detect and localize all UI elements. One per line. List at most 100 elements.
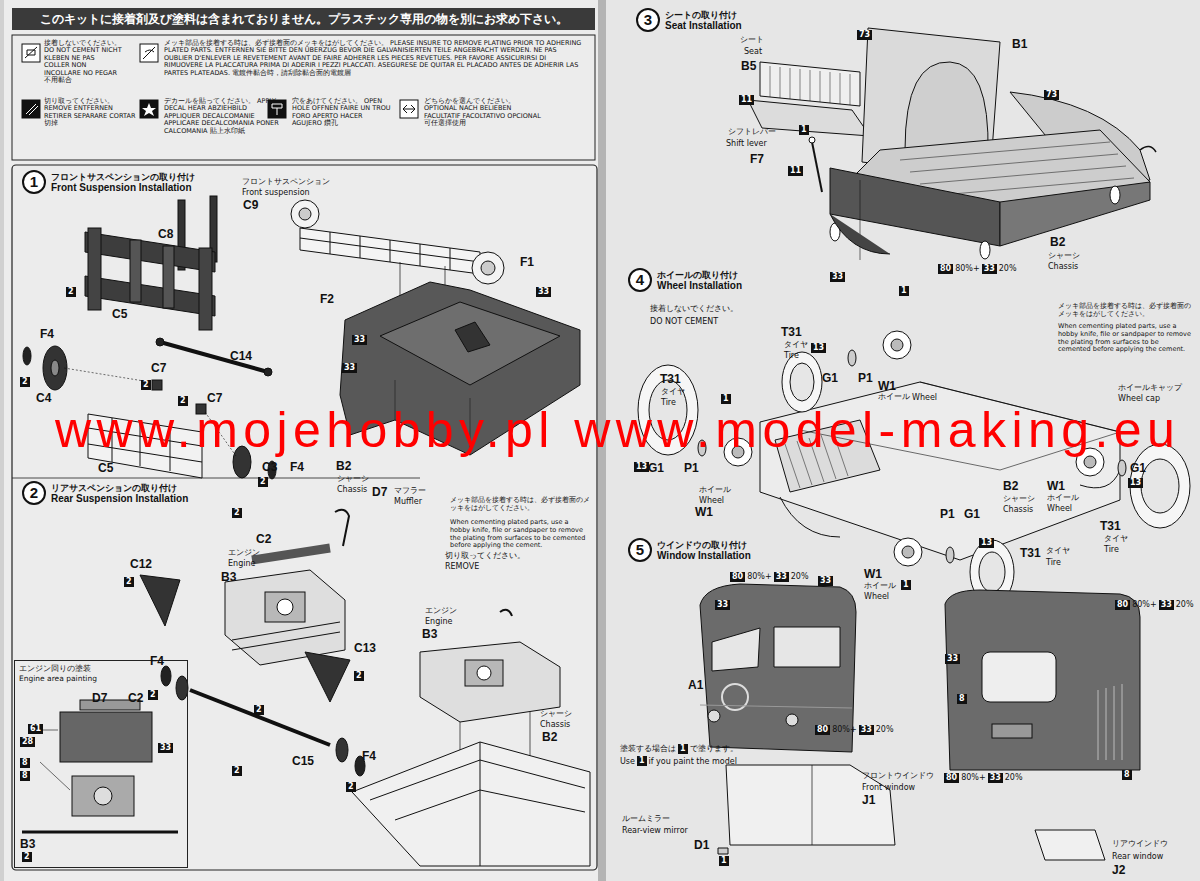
label-text: Seat	[744, 47, 762, 56]
window-installation-drawing-shape	[708, 710, 720, 722]
label-text-ja: タイヤ	[1046, 547, 1070, 556]
callout-number: 8	[1122, 770, 1132, 780]
label-text: Tire	[1104, 545, 1119, 554]
part-number: C3	[262, 461, 277, 475]
front-suspension-drawing-shape	[380, 302, 560, 385]
label-text-ja: タイヤ	[661, 388, 685, 397]
label-text: Wheel	[1047, 504, 1072, 513]
part-number: T31	[781, 326, 802, 340]
callout-number: 73	[857, 30, 872, 40]
label-text: 20%	[999, 264, 1017, 273]
legend-icons-shape	[22, 44, 40, 62]
callout-number: 2	[124, 577, 134, 587]
legend-icons-shape	[22, 100, 40, 118]
engine-painting-drawing-shape	[72, 776, 134, 816]
notice-band: このキットに接着剤及び塗料は含まれておりません。プラスチック専用の物を別にお求め…	[12, 8, 595, 30]
legend-icons-shape	[25, 47, 37, 58]
seat-installation-drawing-shape	[860, 180, 861, 260]
step-number: 4	[628, 268, 652, 292]
wheel-installation-drawing-shape	[780, 470, 1120, 537]
part-number: C12	[130, 558, 152, 572]
engine-painting-drawing	[22, 700, 178, 832]
window-installation-drawing-shape	[700, 705, 852, 708]
step-number: 1	[22, 170, 46, 194]
label-text-ja: マフラー	[394, 487, 426, 496]
wheel-installation-drawing-shape	[790, 363, 814, 401]
front-suspension-drawing-shape	[85, 232, 215, 272]
engine-painting-drawing-shape	[60, 712, 152, 762]
window-installation-drawing-shape	[786, 714, 798, 726]
callout-number: 1	[901, 580, 911, 590]
part-number: B3	[422, 628, 437, 642]
callout-number: 33	[1159, 600, 1174, 610]
part-number: C13	[354, 642, 376, 656]
label-text-ja: ホイール	[1047, 494, 1079, 503]
front-suspension-drawing-shape	[23, 347, 31, 365]
label-text-ja: ホイール	[878, 393, 910, 402]
legend-icons-shape	[400, 100, 418, 118]
part-number: J1	[862, 794, 875, 808]
wheel-installation-drawing-shape	[782, 352, 822, 412]
part-number: C9	[243, 199, 258, 213]
callout-number: 80	[815, 725, 830, 735]
callout-number: 2	[141, 380, 151, 390]
legend-icons-shape	[142, 103, 156, 116]
label-text: Use	[620, 757, 635, 766]
front-suspension-drawing-shape	[472, 252, 504, 284]
legend-text: メッキ部品を接着する時は、必ず接着面のメッキをはがしてください。 PLEASE …	[164, 40, 584, 77]
rear-suspension-drawing-shape	[190, 690, 330, 745]
label-text: 80%+	[955, 264, 979, 273]
callout-number: 1	[799, 125, 809, 135]
part-number: T31	[660, 373, 681, 387]
callout-number: 61	[28, 724, 43, 734]
label-text: Muffler	[394, 497, 422, 506]
callout-number: 2	[232, 508, 242, 518]
label-text: 80%+	[961, 773, 985, 782]
callout-number: 13	[811, 343, 826, 353]
window-installation-drawing-shape	[1035, 830, 1105, 860]
window-installation-drawing-shape	[945, 590, 1140, 770]
label-text: Shift lever	[726, 139, 767, 148]
label-text: if you paint the model	[649, 757, 737, 766]
label-text: 80%+	[747, 572, 771, 581]
callout-number: 2	[258, 477, 268, 487]
front-suspension-drawing-shape	[299, 208, 311, 220]
part-number: B5	[741, 60, 756, 74]
callout-number: 13	[634, 462, 649, 472]
part-number: T31	[1020, 547, 1041, 561]
callout-number: 8	[20, 771, 30, 781]
step-number: 3	[636, 8, 660, 32]
callout-number: 33	[988, 773, 1003, 783]
part-number: F4	[40, 328, 54, 342]
part-number: C2	[256, 533, 271, 547]
part-number: F4	[362, 750, 376, 764]
seat-installation-drawing-shape	[760, 62, 860, 106]
seat-installation-drawing-shape	[980, 241, 990, 259]
label-text: 20%	[1176, 600, 1194, 609]
front-suspension-drawing-shape	[160, 342, 268, 372]
label-text: Front suspension	[242, 188, 310, 197]
callout-number: 80	[1115, 600, 1130, 610]
rear-suspension-drawing-shape	[336, 738, 348, 762]
label-text: Tire	[784, 351, 799, 360]
wheel-installation-drawing-shape	[894, 538, 922, 566]
part-number: C7	[151, 362, 166, 376]
watermark: www.mojehobby.pl www.model-making.eu	[55, 405, 1180, 455]
part-number: W1	[1047, 480, 1065, 494]
label-text: 20%	[1005, 773, 1023, 782]
label-text-ja: 接着しないでください。	[650, 305, 738, 314]
front-suspension-drawing-shape	[64, 368, 150, 382]
part-number: D7	[92, 692, 107, 706]
rear-suspension-drawing-shape	[140, 575, 180, 626]
part-number: D7	[372, 486, 387, 500]
part-number: G1	[648, 462, 664, 476]
rear-suspension-drawing-shape	[232, 622, 340, 650]
wheel-installation-drawing-shape	[946, 547, 954, 563]
front-suspension-drawing-shape	[88, 228, 101, 310]
label-text-ja: ホイールキャップ	[1118, 384, 1182, 393]
part-number: C2	[128, 692, 143, 706]
steps-frame	[12, 165, 597, 870]
front-suspension-drawing-shape	[85, 276, 215, 316]
step-title-en: Rear Suspension Installation	[51, 493, 188, 504]
callout-number: 2	[148, 690, 158, 700]
